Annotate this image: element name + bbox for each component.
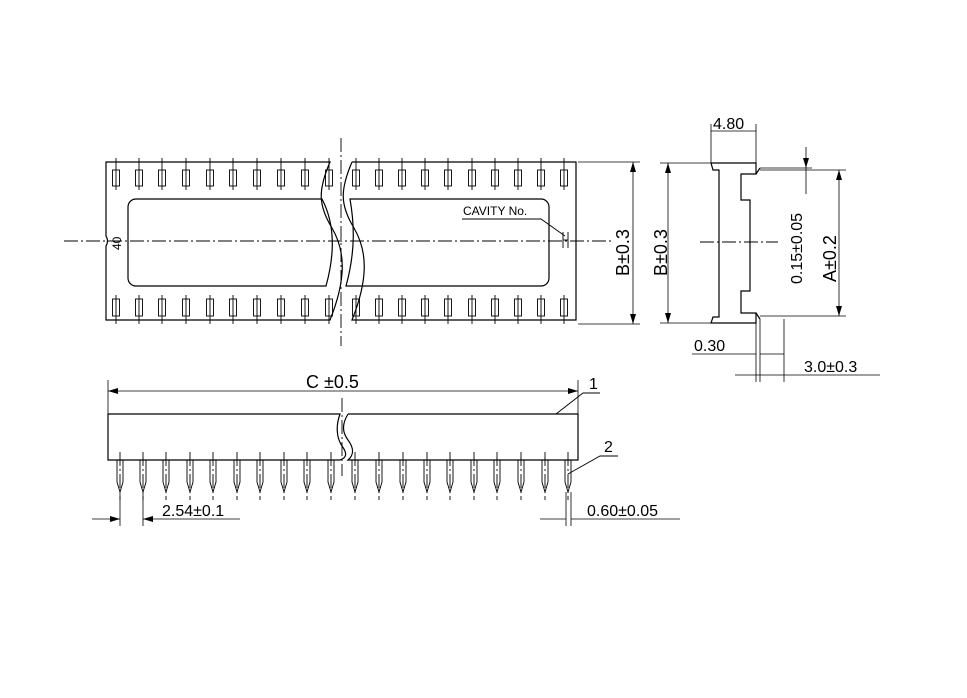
front-leads	[116, 452, 572, 500]
side-view: 4.80 B±0.3 0.15±0.05 A±0.2 0.30 3.0±0.3	[651, 116, 880, 382]
bs-arrow-top	[665, 163, 671, 173]
lead-offset-label: 0.15±0.05	[789, 213, 806, 284]
lead-width-label: 0.60±0.05	[587, 503, 658, 520]
callout-1-leader	[555, 392, 600, 415]
b-dim-label-side-view: B±0.3	[651, 229, 671, 276]
lead-length-label: 3.0±0.3	[804, 359, 857, 376]
side-profile	[710, 162, 757, 324]
b-arrow-top	[630, 162, 636, 172]
pitch-arrow-right	[143, 516, 153, 522]
top-view: CAVITY No. 40 B±0.3	[64, 138, 640, 346]
height-label: A±0.2	[820, 235, 840, 282]
side-lead-top	[755, 167, 761, 175]
front-body-right	[342, 413, 579, 461]
o-arrow	[803, 158, 809, 168]
side-lead-bottom	[755, 312, 761, 320]
top-dim-label: 4.80	[713, 116, 744, 133]
callout-1: 1	[589, 376, 598, 393]
pitch-label: 2.54±0.1	[162, 503, 224, 520]
a-arrow-top	[836, 170, 842, 180]
callout-2-leader	[567, 455, 618, 475]
body-outline-left	[105, 161, 343, 321]
b-arrow-bottom	[630, 314, 636, 324]
wall-label: 0.30	[694, 338, 725, 355]
cavity-leader	[462, 218, 566, 237]
length-label: C ±0.5	[306, 372, 359, 392]
c-arrow-left	[108, 388, 118, 394]
bs-arrow-bottom	[665, 313, 671, 323]
pitch-arrow-left	[110, 516, 120, 522]
pin-number-label: 40	[110, 236, 124, 250]
inner-window-left	[127, 198, 333, 287]
inner-window-right	[345, 198, 550, 287]
b-dim-label-top-view: B±0.3	[613, 229, 633, 276]
callout-2: 2	[604, 439, 613, 456]
front-view: C ±0.5 1 2 2.54±0.1 0.60±0.05	[92, 372, 680, 526]
a-arrow-bottom	[836, 306, 842, 316]
c-arrow-right	[568, 388, 578, 394]
cavity-label: CAVITY No.	[463, 204, 527, 218]
front-body-left	[107, 413, 347, 461]
pin-slots	[112, 158, 568, 324]
